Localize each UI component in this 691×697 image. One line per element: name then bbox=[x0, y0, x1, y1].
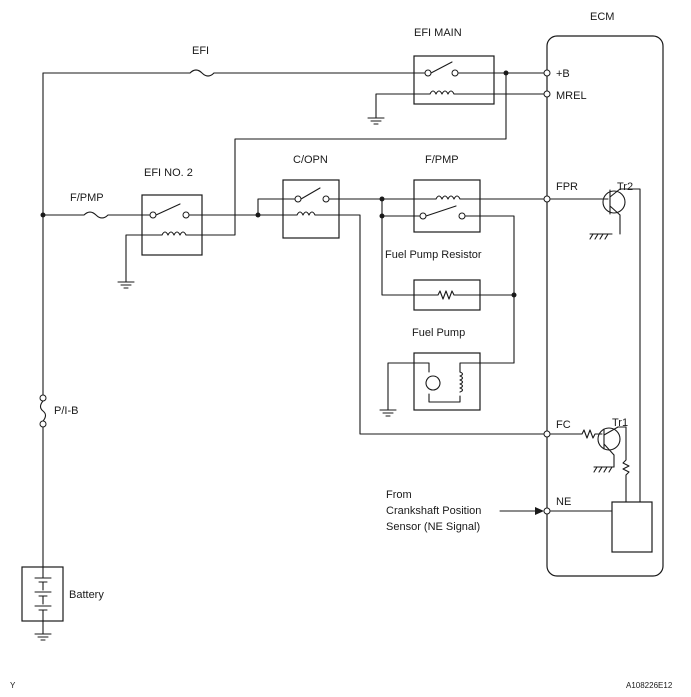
ecm-label: ECM bbox=[590, 11, 614, 23]
ground-icon bbox=[34, 633, 52, 641]
efi-main-relay bbox=[413, 55, 495, 105]
copn-switch-feed bbox=[257, 198, 284, 216]
pin-fc-label: FC bbox=[556, 419, 571, 431]
ecm-box bbox=[546, 35, 664, 577]
pin-mrel bbox=[543, 90, 551, 98]
ground-icon bbox=[367, 117, 385, 125]
p-i-b-fuse bbox=[39, 394, 47, 428]
pump-feed-wire bbox=[479, 215, 515, 364]
fuel-pump-resistor bbox=[413, 279, 481, 311]
tr2-label: Tr2 bbox=[617, 181, 633, 193]
pin-plus-b-label: +B bbox=[556, 68, 570, 80]
efi-fuse-label: EFI bbox=[192, 45, 209, 57]
battery-label: Battery bbox=[69, 589, 104, 601]
p-i-b-label: P/I-B bbox=[54, 405, 78, 417]
pin-plus-b bbox=[543, 69, 551, 77]
pin-fpr bbox=[543, 195, 551, 203]
pin-mrel-label: MREL bbox=[556, 90, 587, 102]
efi-main-label: EFI MAIN bbox=[414, 27, 462, 39]
c-opn-relay bbox=[282, 179, 340, 239]
f-pmp-fuse-label: F/PMP bbox=[70, 192, 104, 204]
pin-fc bbox=[543, 430, 551, 438]
from-label-line3: Sensor (NE Signal) bbox=[386, 521, 480, 533]
pin-fpr-label: FPR bbox=[556, 181, 578, 193]
from-label-line1: From bbox=[386, 489, 412, 501]
pin-ne-label: NE bbox=[556, 496, 571, 508]
f-pmp-relay bbox=[413, 179, 481, 233]
ground-icon bbox=[379, 409, 397, 417]
efi-no2-label: EFI NO. 2 bbox=[144, 167, 193, 179]
f-pmp-fuse-wire bbox=[42, 211, 143, 219]
efi-no2-relay bbox=[141, 194, 203, 256]
transistor-tr2 bbox=[549, 188, 641, 503]
pin-ne bbox=[543, 507, 551, 515]
tr1-label: Tr1 bbox=[612, 417, 628, 429]
ecm-inner-block bbox=[611, 501, 653, 553]
ground-icon bbox=[117, 281, 135, 289]
transistor-tr1 bbox=[549, 426, 630, 503]
fuel-pump bbox=[413, 352, 481, 411]
resistor-bypass-wire bbox=[381, 198, 415, 296]
corner-mark-left: Y bbox=[10, 681, 16, 690]
fc-wire bbox=[338, 214, 548, 435]
fuel-pump-resistor-label: Fuel Pump Resistor bbox=[385, 249, 482, 261]
efi-line bbox=[42, 69, 548, 77]
f-pmp-relay-label: F/PMP bbox=[425, 154, 459, 166]
pump-ground-wire bbox=[387, 362, 415, 411]
efi-no2-coil-feed bbox=[201, 72, 507, 236]
corner-mark-right: A108226E12 bbox=[626, 681, 673, 690]
fuel-pump-label: Fuel Pump bbox=[412, 327, 465, 339]
c-opn-label: C/OPN bbox=[293, 154, 328, 166]
battery bbox=[21, 566, 64, 622]
efi-main-ground-wire bbox=[375, 93, 415, 119]
ne-signal-arrow-icon bbox=[499, 507, 544, 515]
from-label-line2: Crankshaft Position bbox=[386, 505, 481, 517]
efi-no2-ground-wire bbox=[125, 234, 143, 283]
